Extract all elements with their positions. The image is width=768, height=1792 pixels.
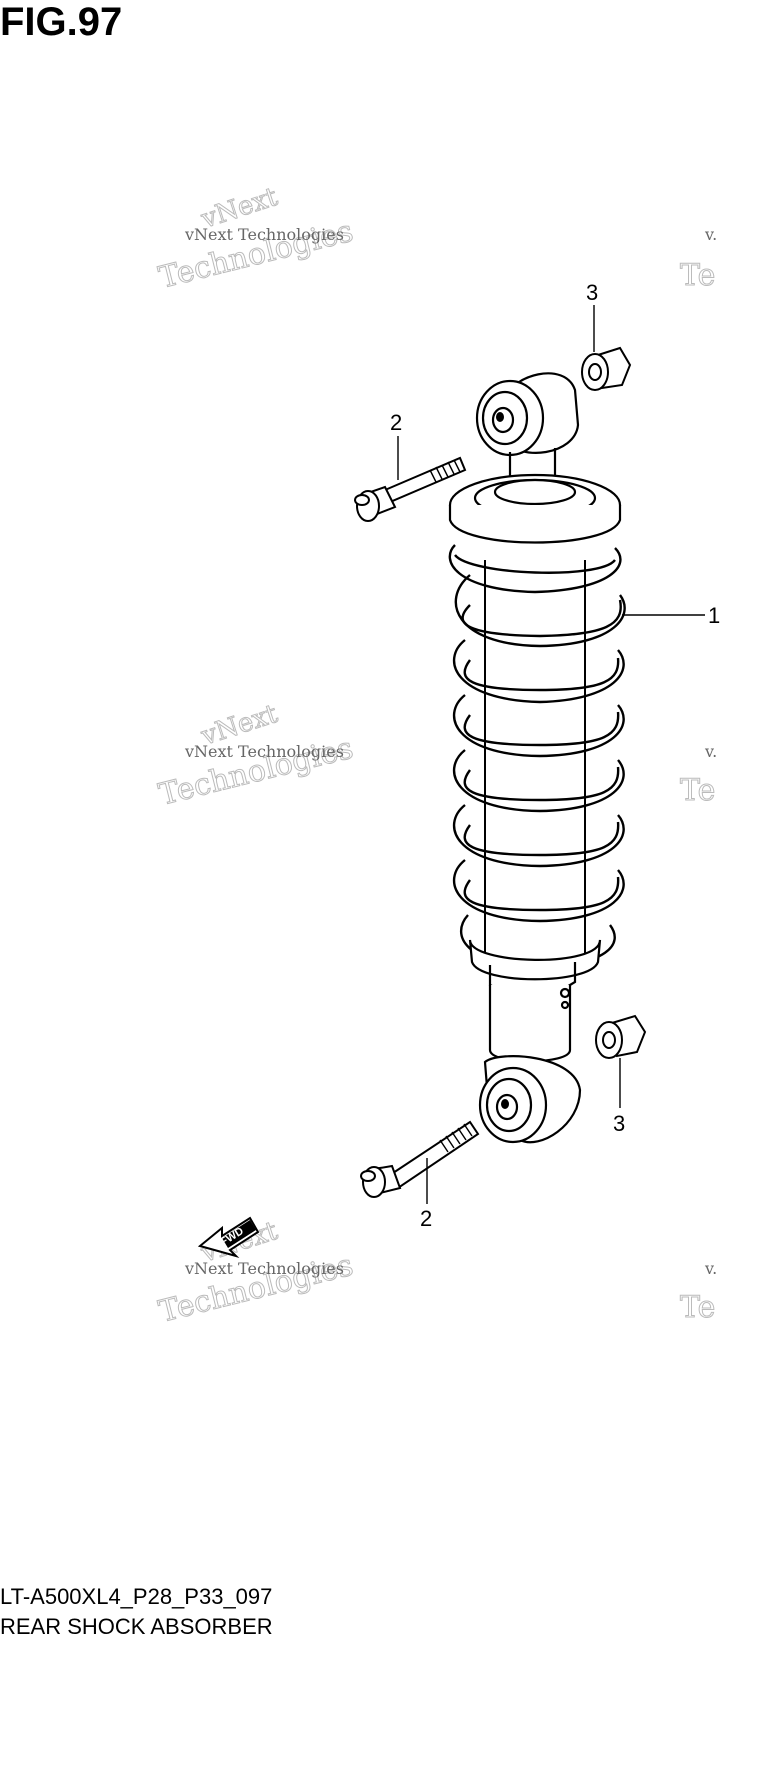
callout-shock-absorber: 1 [708,603,720,628]
watermark-edge-large: Te [680,773,715,808]
watermark-edge-small: v. [704,742,717,761]
callout-bolt-upper: 2 [390,410,402,435]
shock-absorber [448,372,626,1144]
callout-bolt-lower: 2 [420,1206,432,1231]
callout-nut-lower: 3 [613,1111,625,1136]
model-code: LT-A500XL4_P28_P33_097 [0,1584,273,1609]
watermark-edge-large: Te [680,1290,715,1325]
nut-upper [581,346,632,391]
bolt-lower [360,1120,480,1198]
watermark-edge-large: Te [680,258,715,293]
watermark-text: vNext Technologies [184,225,344,244]
leader-lines [397,305,705,1204]
watermark-group-top: vNext Technologies vNext Technologies v.… [155,181,717,296]
watermark-text: vNext Technologies [184,742,344,761]
figure-title: FIG.97 [0,0,123,44]
part-name: REAR SHOCK ABSORBER [0,1614,273,1639]
watermark-edge-small: v. [704,225,717,244]
watermark-group-middle: vNext Technologies vNext Technologies v.… [155,698,717,813]
callout-nut-upper: 3 [586,280,598,305]
watermark-edge-small: v. [704,1259,717,1278]
nut-lower [595,1014,647,1059]
watermark-text: vNext Technologies [184,1259,344,1278]
bolt-upper [354,456,467,522]
